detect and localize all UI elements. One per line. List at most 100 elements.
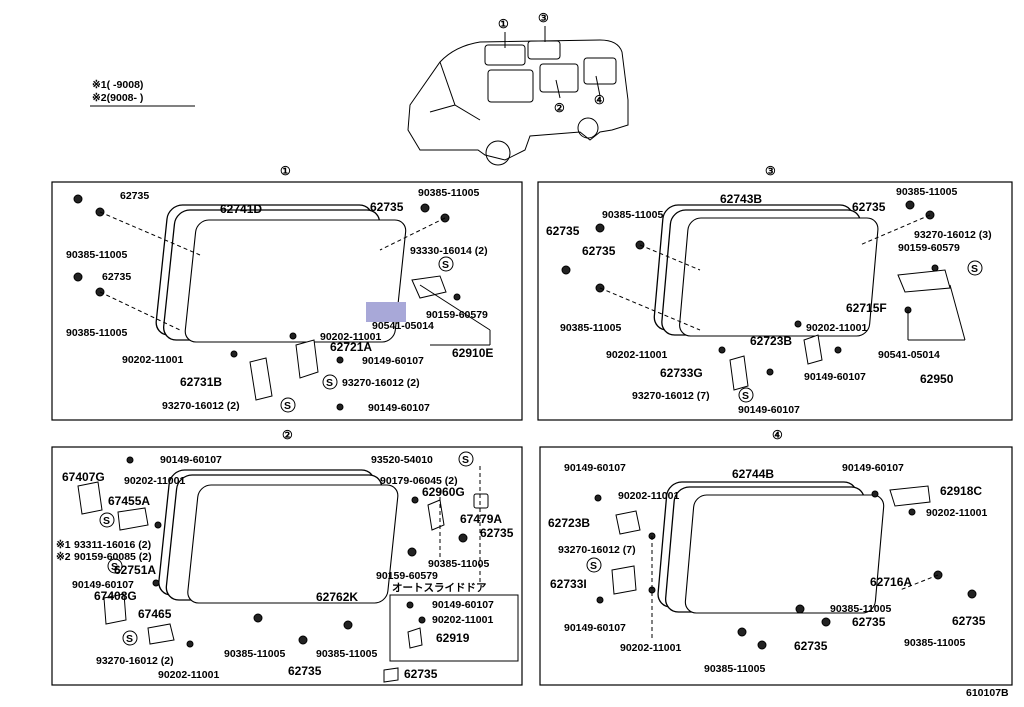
s-mark-icon — [438, 256, 454, 272]
highlight-box — [366, 302, 406, 322]
vehicle-callout-1: ① — [498, 17, 509, 31]
s-mark-icon — [99, 512, 115, 528]
panel-2-frame — [51, 446, 523, 686]
label-90385-11005: 90385-11005 — [704, 663, 765, 675]
handle-icon — [77, 481, 103, 515]
s-mark-icon — [586, 557, 602, 573]
svg-text:S: S — [971, 263, 978, 275]
label-62731b: 62731B — [180, 375, 222, 389]
panel-4-title: ④ — [772, 428, 783, 442]
label-62735: 62735 — [852, 615, 886, 629]
label-90149-60107: 90149-60107 — [72, 579, 134, 591]
bracket-icon — [117, 507, 149, 531]
svg-text:S: S — [126, 633, 133, 645]
label-62735: 62735 — [952, 614, 986, 628]
svg-text:S: S — [103, 515, 110, 527]
auto-slide-door-box — [389, 594, 519, 662]
label-62715f: 62715F — [846, 301, 887, 315]
glass-62741d — [155, 204, 407, 343]
label-93311-16016: 93311-16016 (2) — [74, 539, 151, 551]
panel-4: ④ S 90149-60107 62744B 90149-60107 90202… — [539, 428, 1013, 686]
label-90202-11001: 90202-11001 — [122, 354, 183, 366]
label-90385-11005: 90385-11005 — [224, 648, 285, 660]
handle-icon — [103, 593, 127, 625]
cap-icon — [383, 667, 399, 683]
label-62735: 62735 — [120, 190, 149, 202]
label-62762k: 62762K — [316, 590, 358, 604]
label-90385-11005: 90385-11005 — [418, 187, 479, 199]
s-mark-icon — [122, 630, 138, 646]
label-67479a: 67479A — [460, 512, 502, 526]
bracket-icon — [249, 357, 273, 401]
label-62744b: 62744B — [732, 467, 774, 481]
label-90149-60107: 90149-60107 — [160, 454, 222, 466]
label-90202-11001: 90202-11001 — [124, 475, 185, 487]
glass-62762k — [158, 469, 399, 604]
label-62919: 62919 — [436, 631, 470, 645]
clip-icon — [473, 493, 489, 509]
label-93270-16012: 93270-16012 (2) — [162, 400, 240, 412]
label-90385-11005: 90385-11005 — [602, 209, 663, 221]
panel-4-frame — [539, 446, 1013, 686]
label-90385-11005: 90385-11005 — [904, 637, 965, 649]
s-mark-icon — [322, 374, 338, 390]
legend-line-2: ※2(9008- ) — [92, 92, 143, 104]
label-90179-06045: 90179-06045 (2) — [380, 475, 458, 487]
vehicle-callout-4: ④ — [594, 93, 605, 107]
glass-62744b — [657, 481, 885, 614]
svg-text:S: S — [442, 259, 449, 271]
label-93270-16012: 93270-16012 (3) — [914, 229, 992, 241]
label-62735: 62735 — [288, 664, 322, 678]
label-93270-16012: 93270-16012 (7) — [632, 390, 710, 402]
label-67407g: 67407G — [62, 470, 105, 484]
label-62735: 62735 — [546, 224, 580, 238]
label-90159-60579: 90159-60579 — [376, 570, 438, 582]
label-62918c: 62918C — [940, 484, 982, 498]
label-mark-2: ※2 — [56, 551, 71, 563]
label-62743b: 62743B — [720, 192, 762, 206]
label-62716a: 62716A — [870, 575, 912, 589]
label-90202-11001: 90202-11001 — [620, 642, 681, 654]
label-90385-11005: 90385-11005 — [896, 186, 957, 198]
nut-icon — [905, 200, 915, 210]
label-90202-11001: 90202-11001 — [432, 614, 493, 626]
label-90159-60579: 90159-60579 — [898, 242, 960, 254]
label-90541-05014: 90541-05014 — [878, 349, 940, 361]
vehicle-outline: ① ③ ② ④ — [407, 11, 629, 166]
label-90202-11001: 90202-11001 — [158, 669, 219, 681]
label-90149-60107: 90149-60107 — [738, 404, 800, 416]
label-90385-11005: 90385-11005 — [66, 249, 127, 261]
svg-text:S: S — [326, 377, 333, 389]
label-90202-11001: 90202-11001 — [320, 331, 381, 343]
label-90202-11001: 90202-11001 — [606, 349, 667, 361]
label-90385-11005: 90385-11005 — [316, 648, 377, 660]
svg-text:S: S — [742, 390, 749, 402]
panel-1: ① S S S 6 — [51, 164, 523, 421]
label-90149-60107: 90149-60107 — [842, 462, 904, 474]
label-62910e: 62910E — [452, 346, 493, 360]
bracket-icon — [803, 334, 823, 365]
bracket-icon — [611, 565, 637, 595]
panel-2: ② S S S S — [51, 428, 523, 686]
label-90149-60107: 90149-60107 — [564, 462, 626, 474]
bracket-icon — [147, 623, 175, 645]
nut-icon — [561, 265, 571, 275]
label-93330-16014: 93330-16014 (2) — [410, 245, 488, 257]
panel-3: ③ S S 62743B 62735 90385- — [537, 164, 1013, 421]
panel-1-title: ① — [280, 164, 291, 178]
s-mark-icon — [280, 397, 296, 413]
label-93520-54010: 93520-54010 — [371, 454, 433, 466]
label-90541-05014: 90541-05014 — [372, 320, 434, 332]
bracket-icon — [729, 355, 749, 391]
panel-3-frame — [537, 181, 1013, 421]
label-90385-11005: 90385-11005 — [830, 603, 891, 615]
label-mark-1: ※1 — [56, 539, 71, 551]
glass-62743b — [653, 204, 879, 337]
label-93270-16012: 93270-16012 (7) — [558, 544, 636, 556]
label-62741d: 62741D — [220, 202, 262, 216]
label-90159-60085: 90159-60085 (2) — [74, 551, 152, 563]
label-90149-60107: 90149-60107 — [804, 371, 866, 383]
label-62735: 62735 — [852, 200, 886, 214]
label-90202-11001: 90202-11001 — [926, 507, 987, 519]
